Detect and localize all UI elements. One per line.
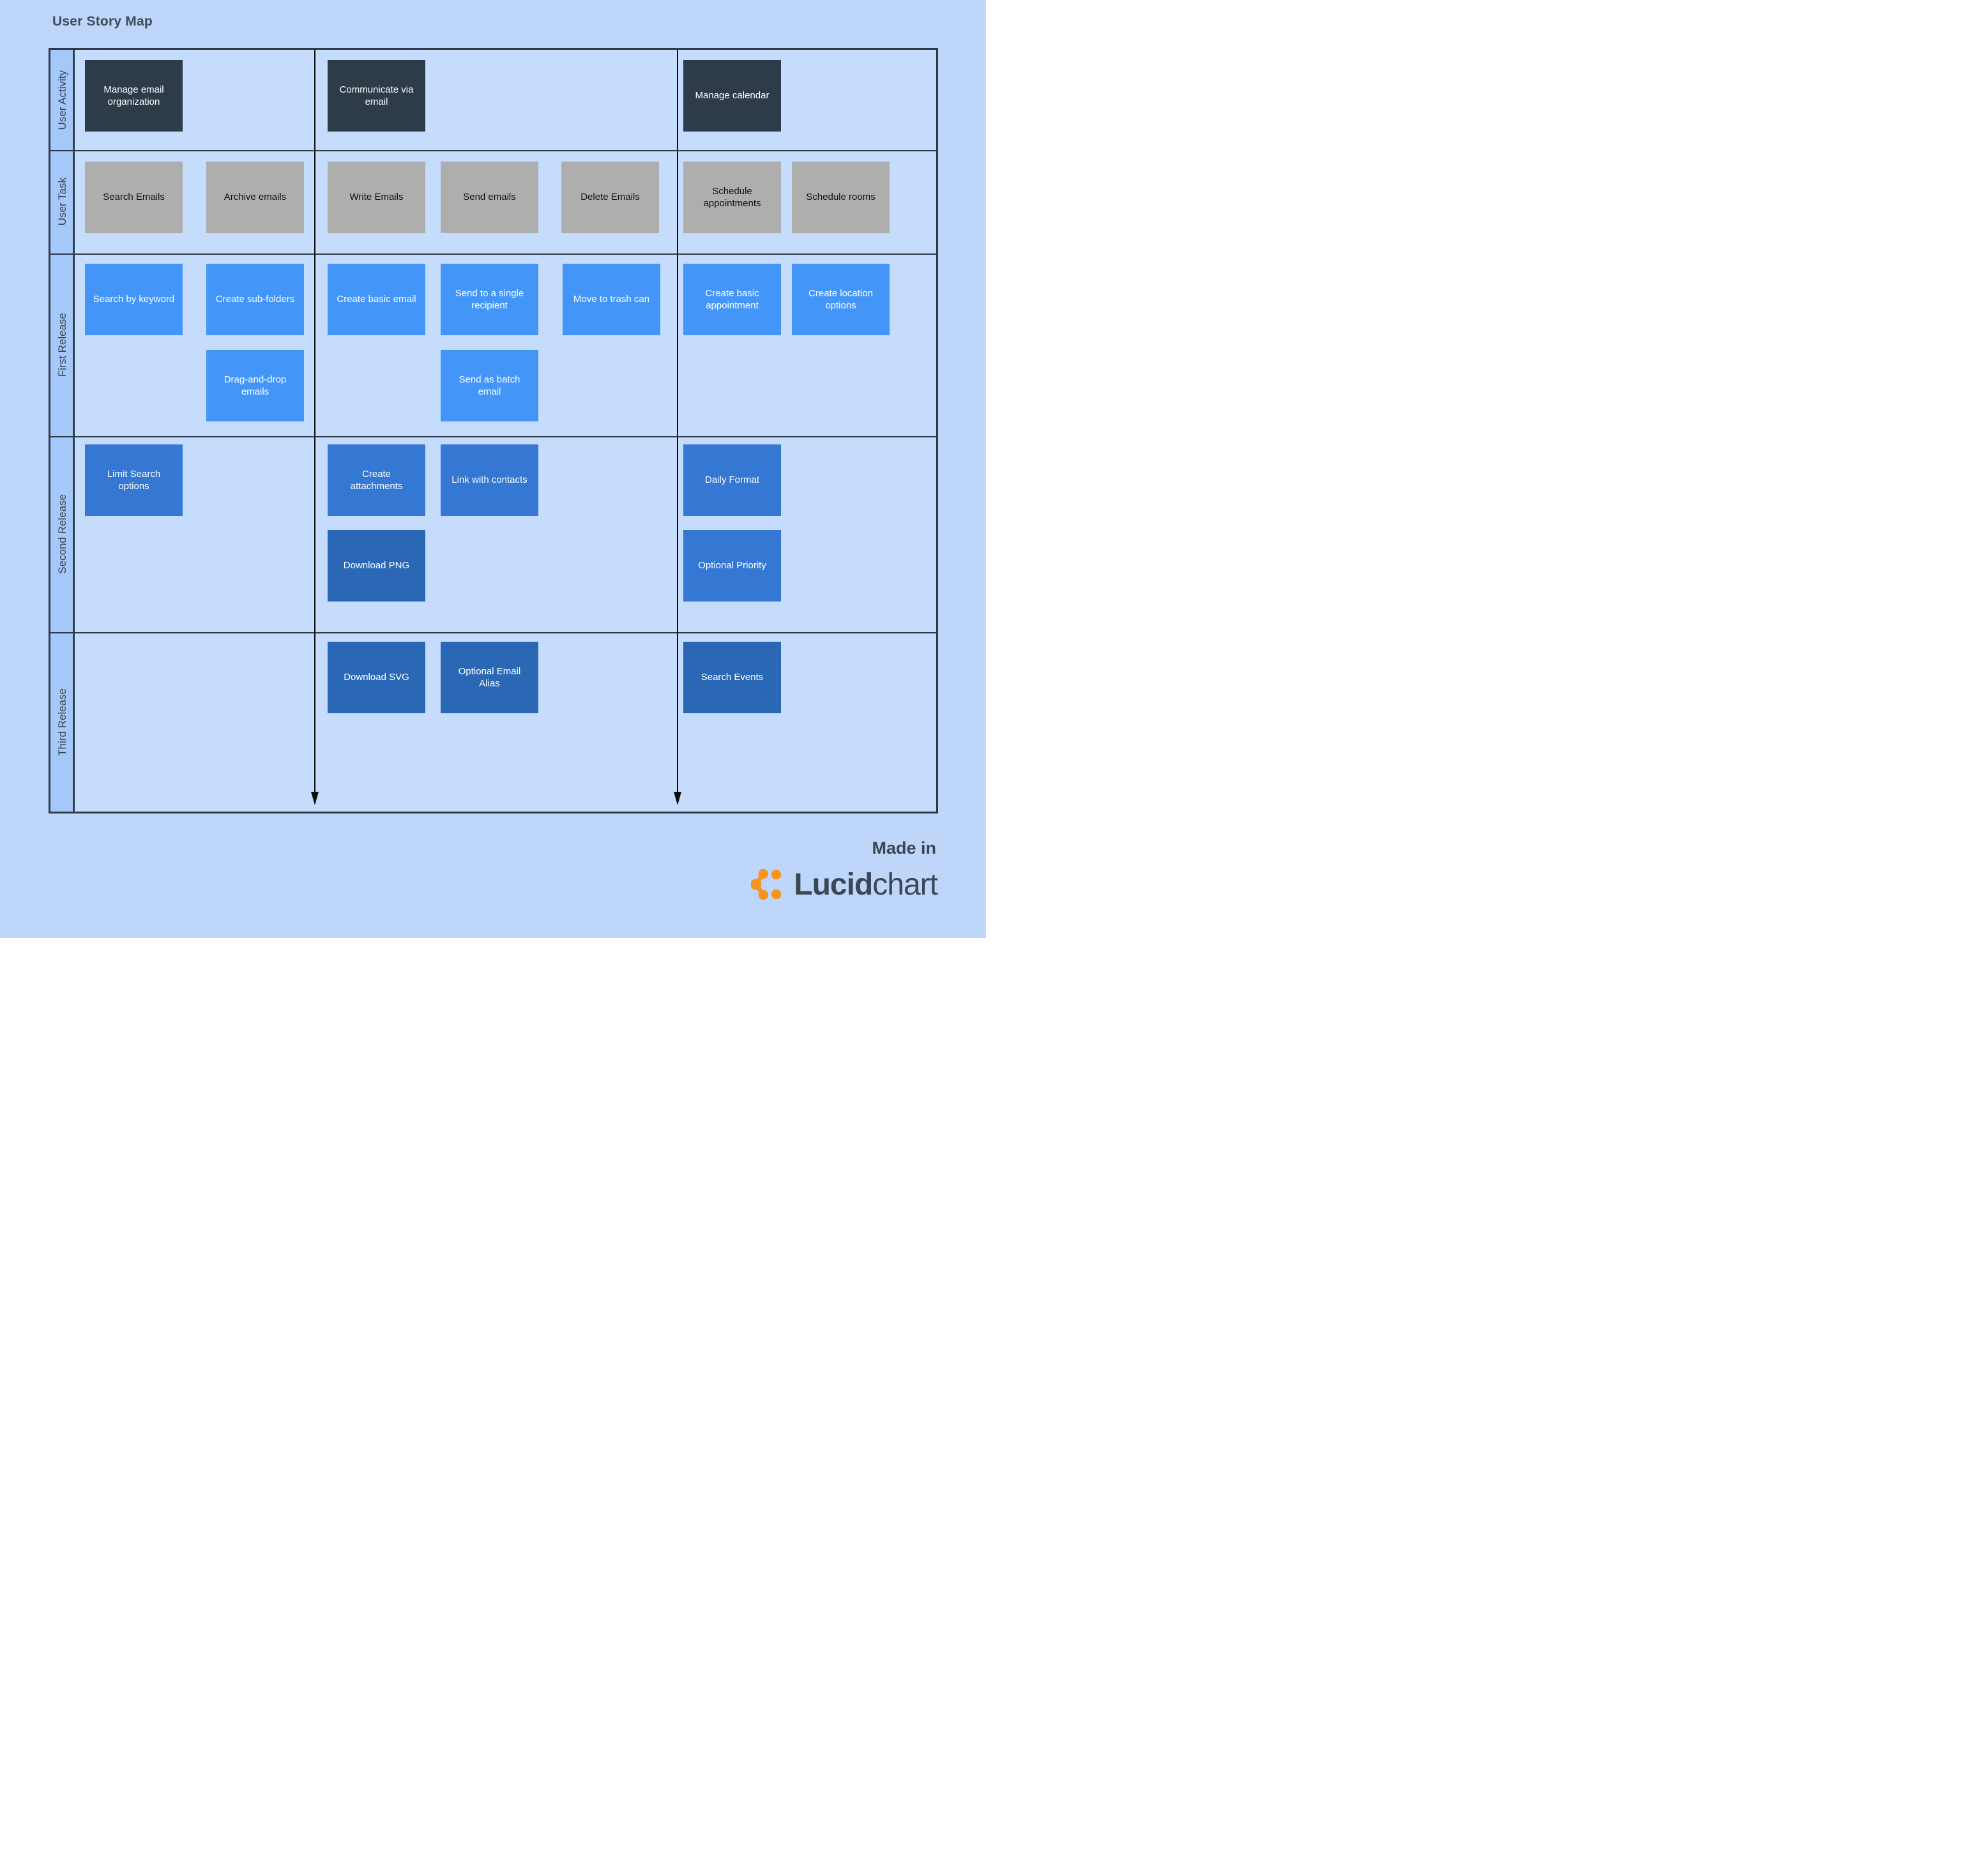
card-daily-format[interactable]: Daily Format (683, 444, 781, 516)
row-divider (50, 150, 936, 151)
card-create-basic-email[interactable]: Create basic email (328, 264, 425, 335)
wordmark-light: chart (872, 867, 938, 902)
brand-row: Lucidchart (751, 866, 938, 903)
release-flow-arrow (311, 50, 319, 805)
card-link-with-contacts[interactable]: Link with contacts (441, 444, 538, 516)
card-move-to-trash-can[interactable]: Move to trash can (563, 264, 660, 335)
card-search-emails[interactable]: Search Emails (85, 162, 183, 233)
card-archive-emails[interactable]: Archive emails (206, 162, 304, 233)
card-create-location-options[interactable]: Create location options (792, 264, 890, 335)
arrow-head-icon (311, 792, 319, 805)
card-create-basic-appointment[interactable]: Create basic appointment (683, 264, 781, 335)
card-optional-priority[interactable]: Optional Priority (683, 530, 781, 601)
row-label-text: First Release (56, 312, 68, 377)
lucidchart-attribution: Made in Lucidchart (751, 838, 938, 903)
row-label-text: Second Release (56, 494, 68, 574)
card-search-by-keyword[interactable]: Search by keyword (85, 264, 183, 335)
wordmark-bold: Lucid (794, 867, 873, 902)
card-send-emails[interactable]: Send emails (441, 162, 538, 233)
row-label-text: User Task (56, 178, 68, 226)
row-label-first-release: First Release (50, 253, 75, 436)
row-divider (50, 436, 936, 437)
card-send-to-a-single-recipient[interactable]: Send to a single recipient (441, 264, 538, 335)
card-communicate-via-email[interactable]: Communicate via email (328, 60, 425, 132)
lucidchart-logo-icon (751, 868, 782, 900)
card-download-png[interactable]: Download PNG (328, 530, 425, 601)
row-label-text: Third Release (56, 688, 68, 756)
card-download-svg[interactable]: Download SVG (328, 642, 425, 713)
release-flow-arrow (674, 50, 681, 805)
lucidchart-wordmark: Lucidchart (794, 867, 938, 902)
made-in-text: Made in (872, 838, 936, 858)
card-delete-emails[interactable]: Delete Emails (561, 162, 659, 233)
row-divider (50, 253, 936, 255)
card-limit-search-options[interactable]: Limit Search options (85, 444, 183, 516)
page-title: User Story Map (52, 14, 153, 29)
row-label-text: User Activity (56, 70, 68, 130)
arrow-head-icon (674, 792, 681, 805)
row-divider (50, 632, 936, 633)
card-drag-and-drop-emails[interactable]: Drag-and-drop emails (206, 350, 304, 421)
row-label-second-release: Second Release (50, 436, 75, 632)
card-write-emails[interactable]: Write Emails (328, 162, 425, 233)
card-manage-calendar[interactable]: Manage calendar (683, 60, 781, 132)
card-create-sub-folders[interactable]: Create sub-folders (206, 264, 304, 335)
card-search-events[interactable]: Search Events (683, 642, 781, 713)
card-schedule-appointments[interactable]: Schedule appointments (683, 162, 781, 233)
row-label-column (50, 50, 75, 812)
card-manage-email-organization[interactable]: Manage email organization (85, 60, 183, 132)
card-send-as-batch-email[interactable]: Send as batch email (441, 350, 538, 421)
row-label-user-activity: User Activity (50, 50, 75, 150)
card-schedule-rooms[interactable]: Schedule rooms (792, 162, 890, 233)
row-label-user-task: User Task (50, 150, 75, 253)
card-optional-email-alias[interactable]: Optional Email Alias (441, 642, 538, 713)
row-label-third-release: Third Release (50, 632, 75, 812)
card-create-attachments[interactable]: Create attachments (328, 444, 425, 516)
